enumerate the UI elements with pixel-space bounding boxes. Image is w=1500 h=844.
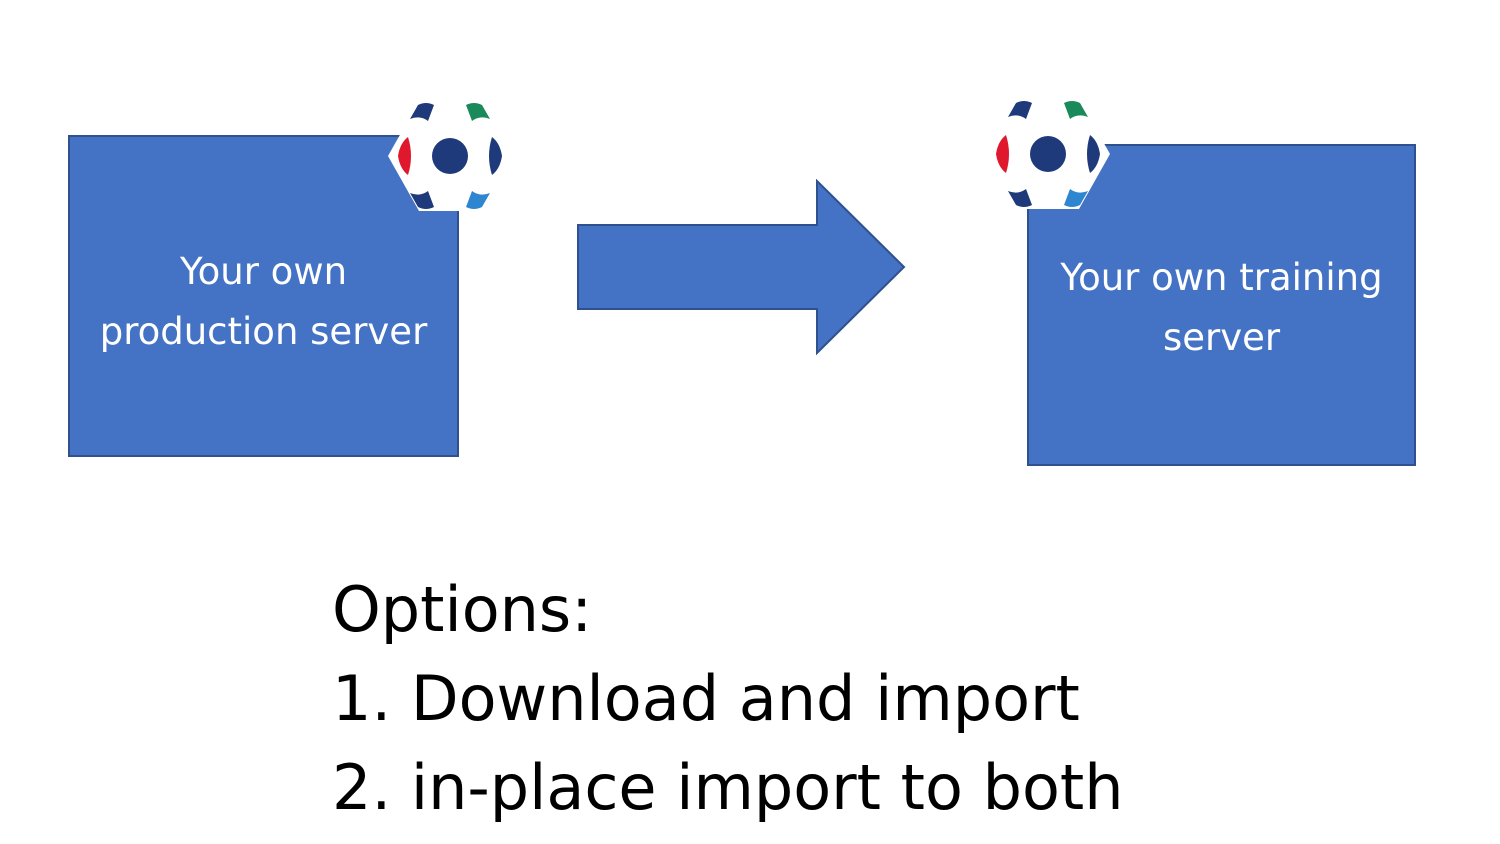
training-server-label: Your own training server	[1060, 256, 1383, 359]
production-server-label: Your own production server	[99, 250, 428, 353]
option-item-download-and-import: 1. Download and import	[332, 662, 1080, 735]
hexagon-dot-logo-icon	[986, 99, 1110, 209]
options-list: Options: 1. Download and import 2. in-pl…	[332, 565, 1124, 832]
option-item-in-place-import: 2. in-place import to both	[332, 751, 1124, 824]
right-arrow-icon	[577, 179, 906, 355]
training-server-box: Your own training server	[1027, 144, 1416, 466]
options-heading: Options:	[332, 573, 593, 646]
hexagon-dot-logo-icon	[388, 101, 512, 211]
production-server-box: Your own production server	[68, 135, 459, 457]
